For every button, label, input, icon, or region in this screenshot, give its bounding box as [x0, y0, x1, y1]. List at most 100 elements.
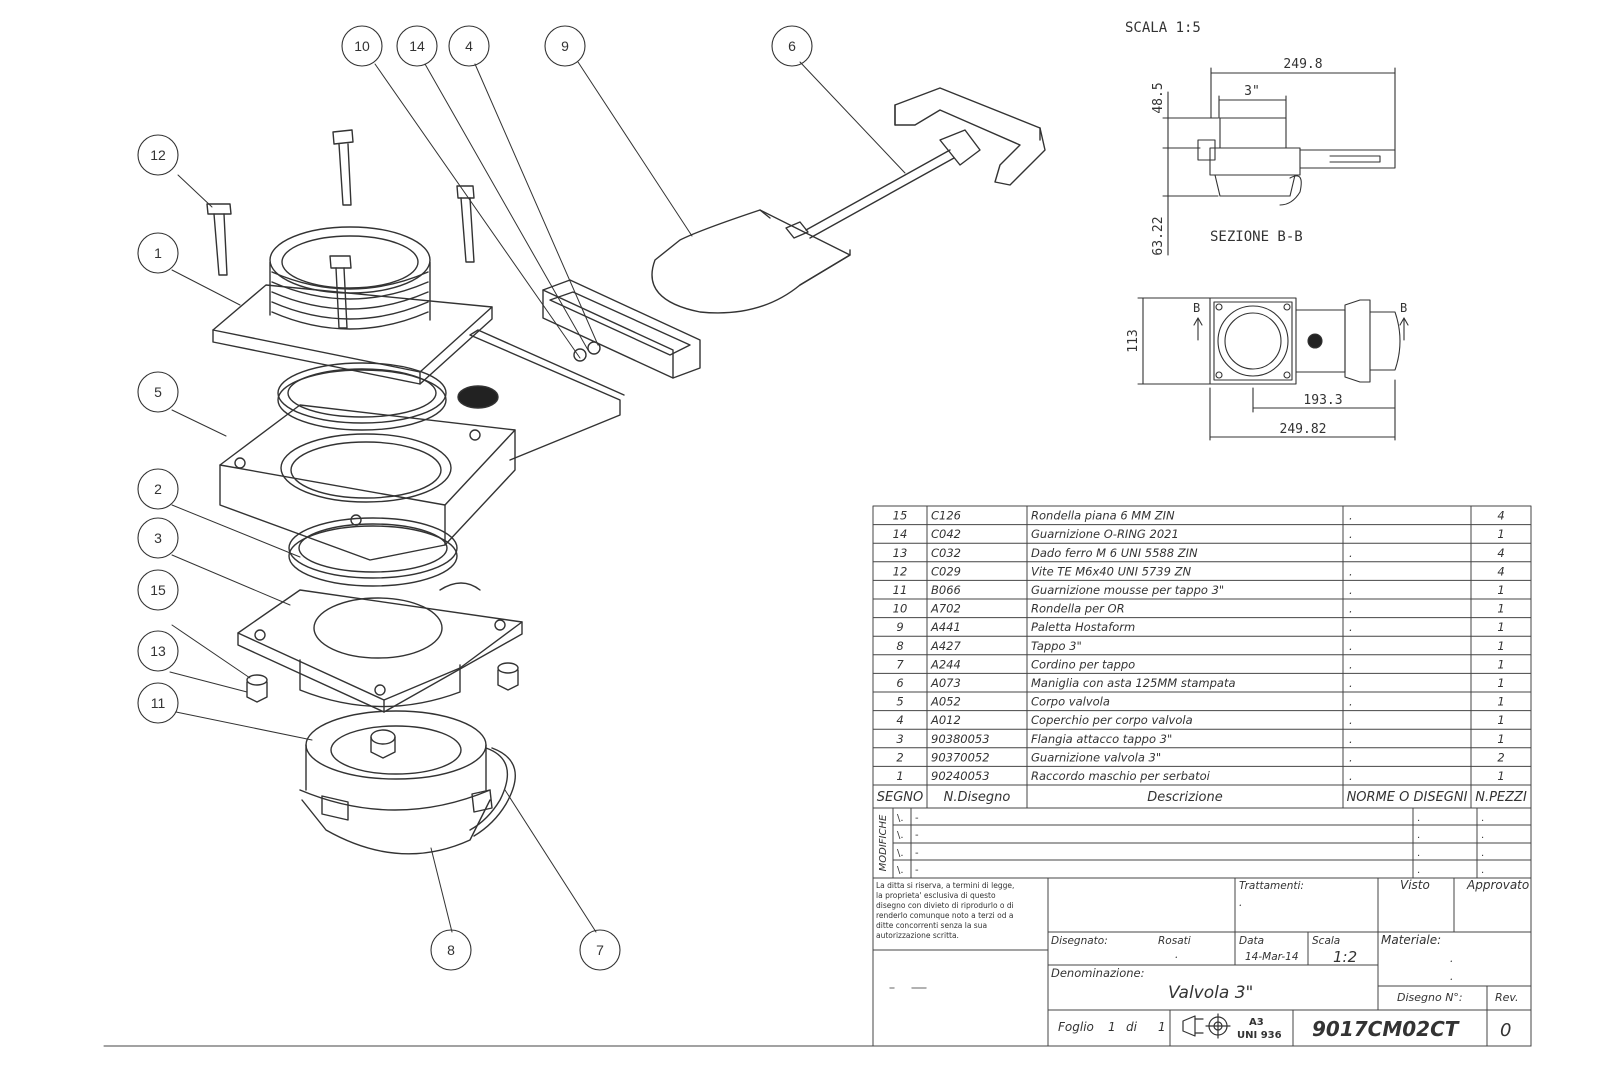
bom-cell: 4: [1497, 546, 1504, 560]
balloon-5: [137, 371, 179, 413]
modifiche-cell: -: [915, 848, 919, 859]
modifiche-cell: .: [1417, 848, 1420, 859]
bom-header-ndisegno: N.Disegno: [944, 790, 1011, 805]
balloon-7-label: 7: [596, 942, 604, 958]
bom-cell: A244: [930, 657, 961, 671]
foglio-num: 1: [1108, 1020, 1116, 1034]
bom-cell: A073: [930, 676, 961, 690]
balloon-3-label: 3: [154, 530, 162, 546]
balloon-14-label: 14: [409, 38, 425, 54]
balloon-2: [137, 468, 179, 510]
part-1-male-fitting: [212, 226, 493, 385]
disclaimer-line: autorizzazione scritta.: [876, 931, 959, 940]
format-size: A3: [1249, 1017, 1264, 1028]
bom-cell: 5: [896, 695, 903, 709]
balloon-1-label: 1: [154, 245, 162, 261]
modifiche-cell: \.: [897, 848, 904, 859]
balloon-14: [396, 25, 438, 67]
bom-cell: Paletta Hostaform: [1031, 620, 1135, 634]
bom-cell: Raccordo maschio per serbatoi: [1031, 769, 1211, 783]
bom-header-descrizione: Descrizione: [1147, 790, 1223, 805]
bom-cell: 10: [893, 602, 908, 616]
scala-value: 1:2: [1333, 948, 1357, 966]
part-2-gasket-lower: [288, 517, 458, 587]
bom-cell: 1: [1497, 527, 1504, 541]
bom-cell: 1: [1497, 620, 1504, 634]
trattamenti-label: Trattamenti:: [1239, 880, 1304, 892]
balloon-10: [341, 25, 383, 67]
bom-cell: C029: [931, 564, 961, 578]
bom-cell: .: [1349, 639, 1353, 653]
bom-cell: Guarnizione mousse per tappo 3": [1031, 583, 1224, 597]
part-5-valve-body: [219, 329, 625, 561]
bom-cell: .: [1349, 676, 1353, 690]
materiale-dot-1: .: [1450, 953, 1453, 965]
bom-cell: B066: [931, 583, 961, 597]
disclaimer-line: disegno con divieto di riprodurlo o di: [876, 901, 1014, 910]
bom-cell: 1: [1497, 657, 1504, 671]
balloon-4-label: 4: [465, 38, 473, 54]
bom-cell: Coperchio per corpo valvola: [1031, 713, 1193, 727]
balloon-9: [544, 25, 586, 67]
bom-cell: 1: [896, 769, 903, 783]
nuts-washers: [246, 662, 519, 703]
modifiche-rows: \.-..\.-..\.-..\.-..: [897, 813, 1484, 876]
modifiche-cell: \.: [897, 830, 904, 841]
bom-grid: [103, 505, 1532, 1047]
balloon-15-label: 15: [150, 582, 166, 598]
bom-cell: A441: [930, 620, 961, 634]
bom-cell: .: [1349, 620, 1353, 634]
part-7-cord: [469, 747, 516, 837]
dim-length-partial: 193.3: [1303, 393, 1342, 408]
bom-cell: 1: [1497, 676, 1504, 690]
bom-cell: 4: [1497, 509, 1504, 523]
bom-cell: 4: [1497, 564, 1504, 578]
rev-label: Rev.: [1495, 991, 1519, 1004]
disclaimer-line: ditte concorrenti senza la sua: [876, 921, 987, 930]
trattamenti-value: .: [1239, 897, 1242, 909]
disegnato-label: Disegnato:: [1051, 935, 1108, 947]
balloon-6-label: 6: [788, 38, 796, 54]
bom-cell: Guarnizione O-RING 2021: [1031, 527, 1179, 541]
plan-view: [1137, 297, 1409, 441]
bom-header-norme: NORME O DISEGNI: [1347, 790, 1468, 805]
disclaimer-line: La ditta si riserva, a termini di legge,: [876, 881, 1014, 890]
bom-cell: 3: [896, 732, 903, 746]
foglio-di: di: [1126, 1020, 1138, 1034]
materiale-dot-2: .: [1450, 971, 1453, 983]
balloon-11: [137, 682, 179, 724]
part-2-gasket-upper: [277, 362, 447, 431]
bom-cell: .: [1349, 769, 1353, 783]
bom-cell: Flangia attacco tappo 3": [1031, 732, 1172, 746]
projection-symbol: [1182, 1013, 1231, 1039]
bom-cell: 6: [896, 676, 903, 690]
bom-cell: Corpo valvola: [1031, 695, 1110, 709]
disegnato-sub: .: [1175, 949, 1178, 961]
bom-cell: .: [1349, 750, 1353, 764]
dim-side-height: 113: [1126, 329, 1141, 352]
bom-cell: 15: [893, 509, 908, 523]
balloon-11-label: 11: [151, 695, 166, 711]
dim-bore: 3": [1244, 84, 1260, 99]
balloon-8: [430, 929, 472, 971]
bom-cell: .: [1349, 583, 1353, 597]
section-label: SEZIONE B-B: [1210, 229, 1303, 245]
bom-cell: 12: [893, 564, 908, 578]
bom-cell: 90380053: [931, 732, 990, 746]
bom-cell: 8: [896, 639, 903, 653]
bom-cell: .: [1349, 564, 1353, 578]
bom-cell: Cordino per tappo: [1031, 657, 1135, 671]
modifiche-label: MODIFICHE: [878, 814, 889, 871]
bom-cell: C126: [931, 509, 961, 523]
bom-cell: 2: [896, 750, 903, 764]
dim-height-lower: 63.22: [1151, 216, 1166, 255]
drawing-number: 9017CM02CT: [1312, 1017, 1460, 1041]
dim-width-bottom: 249.82: [1280, 422, 1327, 437]
disclaimer-line: la proprieta' esclusiva di questo: [876, 891, 996, 900]
bom-cell: .: [1349, 732, 1353, 746]
bom-cell: Dado ferro M 6 UNI 5588 ZIN: [1031, 546, 1198, 560]
scale-note: SCALA 1:5: [1125, 20, 1201, 36]
disegnato-value: Rosati: [1158, 935, 1191, 947]
